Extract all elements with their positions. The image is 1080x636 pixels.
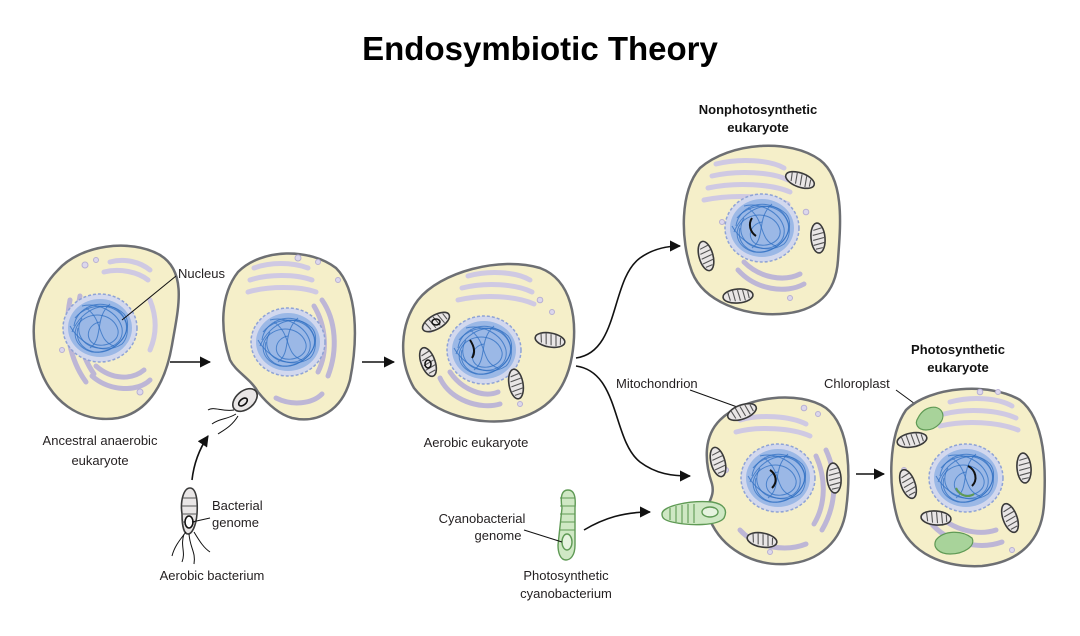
photosynthetic-eukaryote-cell <box>890 387 1046 568</box>
photosynthetic-cyanobacterium <box>557 489 576 561</box>
chloroplast-organelle-lower <box>934 531 974 555</box>
arrow-cyanobacterium-engulfment <box>583 506 652 531</box>
ancestral-anaerobic-cell <box>32 244 180 421</box>
ancestral-label-line2: eukaryote <box>71 453 128 468</box>
nonphotosynthetic-label-line1: Nonphotosynthetic <box>699 102 817 117</box>
nonphotosynthetic-label-line2: eukaryote <box>727 120 788 135</box>
photosynthetic-cyanobacterium-label-line1: Photosynthetic <box>523 568 609 583</box>
engulfing-cell <box>207 252 357 435</box>
arrow-to-nonphotosynthetic <box>575 240 682 359</box>
aerobic-eukaryote-label: Aerobic eukaryote <box>424 435 529 450</box>
engulfed-bacterium <box>207 387 258 435</box>
bacterial-genome-label-line2: genome <box>212 515 259 530</box>
cyanobacterial-genome-leader <box>523 529 563 543</box>
bacterial-genome-leader <box>191 517 211 523</box>
diagram-title: Endosymbiotic Theory <box>362 30 718 67</box>
photosynthetic-label-line2: eukaryote <box>927 360 988 375</box>
mitochondrion-leader <box>689 389 741 409</box>
photosynthetic-cyanobacterium-label-line2: cyanobacterium <box>520 586 612 601</box>
arrow-to-mitochondrial-cell <box>575 365 692 482</box>
chloroplast-organelle <box>915 406 944 431</box>
chloroplast-label: Chloroplast <box>824 376 890 391</box>
bacterial-genome-label-line1: Bacterial <box>212 498 263 513</box>
engulfed-cyanobacterium <box>661 500 727 526</box>
aerobic-eukaryote-cell <box>402 262 576 423</box>
aerobic-bacterium-label: Aerobic bacterium <box>160 568 265 583</box>
aerobic-bacterium <box>171 487 211 565</box>
mitochondrion-label: Mitochondrion <box>616 376 698 391</box>
nucleus-label: Nucleus <box>178 266 225 281</box>
cyanobacterial-genome-label-line1: Cyanobacterial <box>439 511 526 526</box>
ancestral-label-line1: Ancestral anaerobic <box>43 433 158 448</box>
arrow-bacterium-engulfment <box>191 435 209 481</box>
cyanobacterial-genome-label-line2: genome <box>475 528 522 543</box>
mitochondrial-eukaryote-cell <box>661 396 850 566</box>
photosynthetic-label-line1: Photosynthetic <box>911 342 1005 357</box>
nucleus-leader-line <box>121 275 177 321</box>
nonphotosynthetic-eukaryote-cell <box>682 144 842 316</box>
